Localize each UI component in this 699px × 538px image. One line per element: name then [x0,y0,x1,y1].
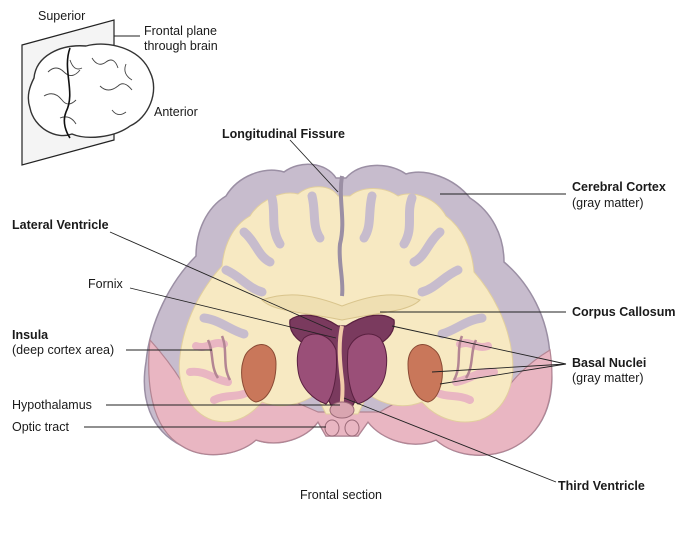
inset-brain [27,43,155,138]
basal-nuclei-left [241,344,277,403]
basal-nuclei-sublabel: (gray matter) [572,371,644,385]
lateral-ventricle-label: Lateral Ventricle [12,218,109,232]
cerebral-cortex-sublabel: (gray matter) [572,196,644,210]
inset-plane-edge [63,47,71,139]
insula-sublabel: (deep cortex area) [12,343,115,357]
optic-tract-right [344,419,360,437]
brain-section [143,163,553,456]
anterior-label: Anterior [154,105,198,119]
inset-brain-gyri [43,57,133,125]
leader-third-ventricle [343,397,557,483]
insula-label: Insula [12,328,49,342]
superior-label: Superior [38,9,86,23]
hypothalamus-label: Hypothalamus [12,398,92,412]
corpus-callosum [261,294,421,321]
leader-fornix [129,287,337,339]
hypothalamus [329,401,355,419]
leader-basal-nuclei-3 [439,363,567,385]
inset-illustration [21,19,155,166]
leader-lateral-ventricle [109,231,333,331]
optic-tract-label: Optic tract [12,420,69,434]
fornix-label: Fornix [88,277,123,291]
caption: Frontal section [300,488,382,502]
corpus-callosum-label: Corpus Callosum [572,305,676,319]
leader-basal-nuclei-1 [391,325,567,365]
frontal-plane-label-line1: Frontal plane [144,24,217,38]
insula-left [206,335,232,381]
frontal-plane-label-line2: through brain [144,39,218,53]
leader-lines [84,139,567,483]
third-ventricle-label: Third Ventricle [558,479,645,493]
longitudinal-fissure-label: Longitudinal Fissure [222,127,345,141]
cerebral-cortex-label: Cerebral Cortex [572,180,666,194]
optic-tract-left [324,419,340,437]
insula-right [452,335,478,381]
basal-nuclei-label: Basal Nuclei [572,356,647,370]
leader-longitudinal-fissure [289,139,339,193]
leader-basal-nuclei-2 [431,363,567,373]
basal-nuclei-right [407,344,443,403]
cortical-folds [199,191,487,339]
longitudinal-fissure [337,175,345,297]
